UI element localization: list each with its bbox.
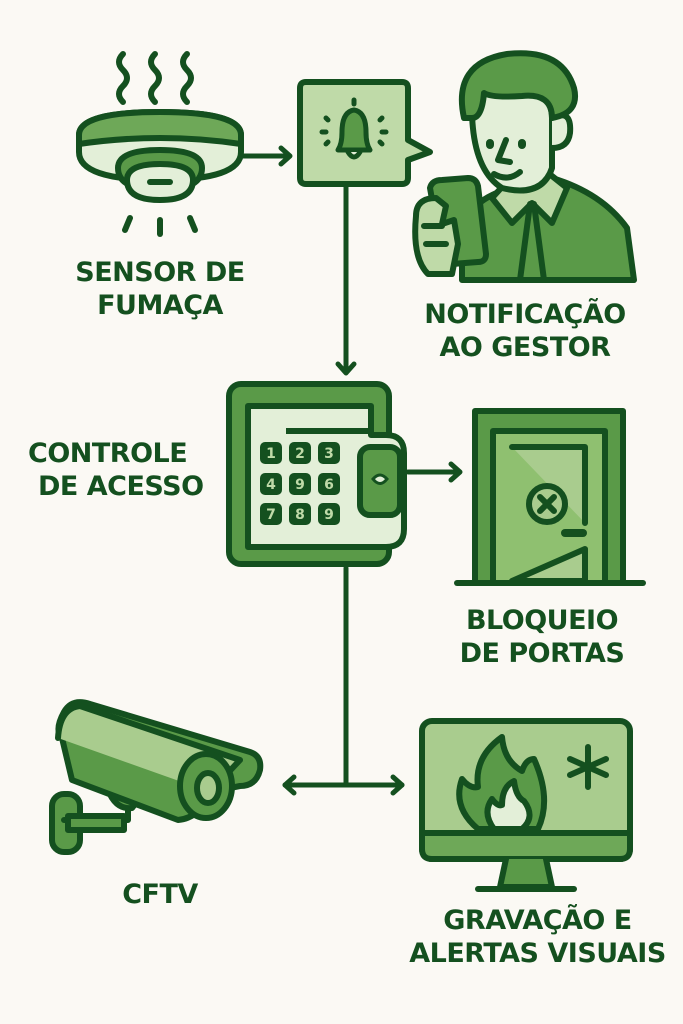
label-door-lock: BLOQUEIO DE PORTAS — [459, 605, 625, 669]
manager-with-phone-icon — [412, 50, 637, 283]
monitor-fire-icon — [419, 718, 633, 892]
svg-text:9: 9 — [295, 477, 305, 493]
svg-text:4: 4 — [266, 477, 276, 493]
svg-text:8: 8 — [295, 507, 305, 523]
smoke-detector-icon — [76, 51, 244, 237]
svg-text:2: 2 — [295, 446, 305, 462]
label-access-control: CONTROLE DE ACESSO — [28, 438, 204, 502]
bell-alert-icon — [297, 79, 433, 187]
key-1: 1 — [266, 446, 276, 462]
label-cctv: CFTV — [122, 879, 198, 910]
svg-text:7: 7 — [266, 507, 276, 523]
cctv-camera-icon — [49, 699, 264, 855]
keypad-access-icon: 1 2 3 4 9 6 7 8 9 — [226, 381, 407, 567]
svg-text:6: 6 — [324, 477, 334, 493]
label-smoke-sensor: SENSOR DE FUMAÇA — [75, 257, 245, 321]
locked-door-icon — [454, 408, 646, 586]
label-recording-alerts: GRAVAÇÃO E ALERTAS VISUAIS — [409, 905, 666, 969]
svg-text:3: 3 — [324, 446, 334, 462]
svg-text:9: 9 — [324, 507, 334, 523]
label-manager-notification: NOTIFICAÇÃO AO GESTOR — [424, 299, 626, 363]
